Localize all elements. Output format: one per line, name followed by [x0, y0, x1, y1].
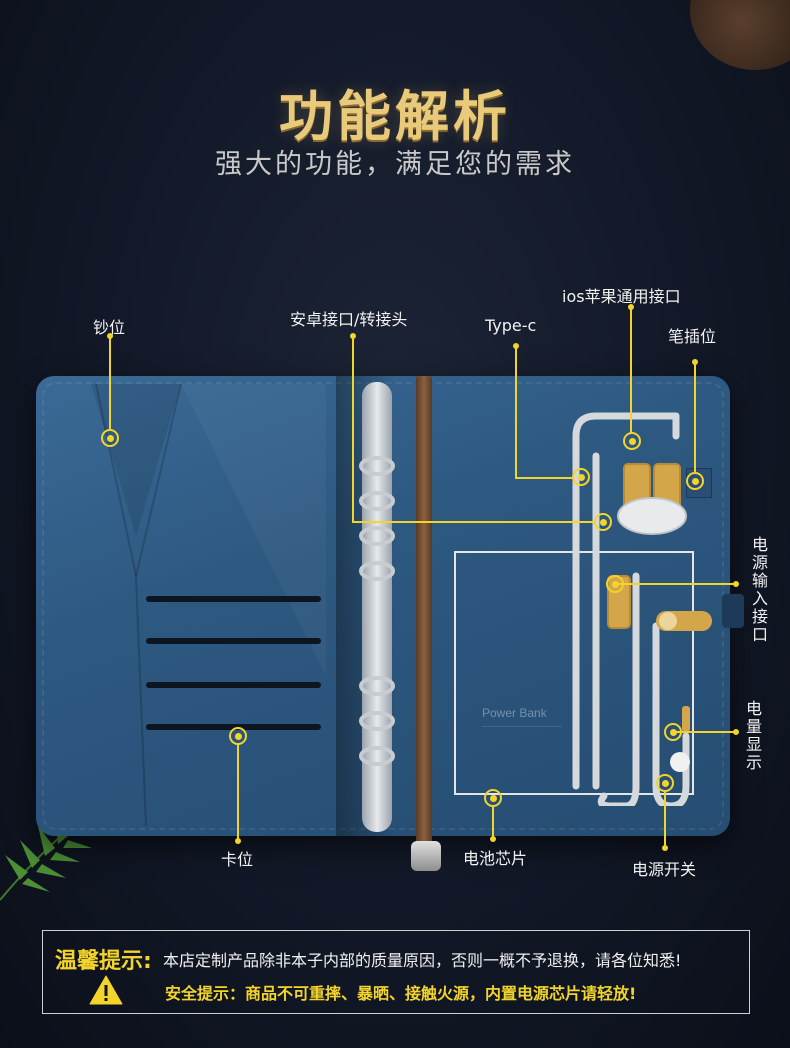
callout-line	[515, 477, 573, 479]
callout-dot	[490, 836, 496, 842]
callout-line	[694, 362, 696, 472]
callout-label-android-port: 安卓接口/转接头	[290, 310, 408, 329]
callout-line	[664, 792, 666, 846]
page-subtitle: 强大的功能，满足您的需求	[215, 149, 575, 180]
callout-line	[630, 307, 632, 433]
callout-label-power-input: 电源输入接口	[751, 535, 768, 644]
crosshair-target-icon	[606, 575, 624, 593]
callout-dot	[662, 845, 668, 851]
crosshair-target-icon	[656, 774, 674, 792]
binder-rings	[359, 456, 395, 766]
callout-line	[109, 336, 111, 430]
crosshair-target-icon	[594, 513, 612, 531]
crosshair-target-icon	[229, 727, 247, 745]
crosshair-target-icon	[484, 789, 502, 807]
callout-label-card-slot: 卡位	[221, 850, 254, 869]
callout-dot	[733, 581, 739, 587]
callout-line	[614, 583, 734, 585]
callout-label-battery-display: 电量显示	[745, 699, 762, 772]
pocket-flaps	[91, 383, 326, 827]
crosshair-target-icon	[623, 432, 641, 450]
ribbon-bookmark	[416, 376, 432, 846]
notice-box: 温馨提示: 本店定制产品除非本子内部的质量原因，否则一概不予退换，请各位知悉! …	[42, 930, 750, 1014]
callout-label-ios-port: ios苹果通用接口	[562, 287, 681, 306]
callout-line	[237, 745, 239, 839]
strap-clasp	[722, 594, 744, 628]
crosshair-target-icon	[686, 472, 704, 490]
callout-label-pen-slot: 笔插位	[668, 327, 717, 346]
callout-line	[515, 346, 517, 478]
callout-line	[492, 807, 494, 837]
crosshair-target-icon	[101, 429, 119, 447]
notice-text: 本店定制产品除非本子内部的质量原因，否则一概不予退换，请各位知悉!	[163, 951, 682, 970]
bookmark-charm	[411, 841, 441, 871]
card-slot-2	[146, 638, 321, 644]
callout-line	[676, 731, 734, 733]
card-slot-1	[146, 596, 321, 602]
callout-dot	[235, 838, 241, 844]
callout-label-cash-slot: 钞位	[93, 318, 126, 337]
notice-title: 温馨提示:	[55, 949, 152, 974]
callout-label-type-c: Type-c	[485, 316, 537, 335]
safety-notice-text: 安全提示：商品不可重摔、暴晒、接触火源，内置电源芯片请轻放!	[165, 984, 637, 1003]
power-bank-label: Power Bank	[482, 706, 547, 720]
callout-label-power-switch: 电源开关	[632, 860, 697, 879]
notebook-product-image: Power Bank	[36, 376, 744, 871]
callout-line	[352, 521, 596, 523]
callout-line	[352, 336, 354, 522]
charging-cable-assembly	[572, 412, 712, 806]
decorative-wood-ornament	[690, 0, 790, 70]
warning-triangle-icon	[89, 975, 123, 1005]
callout-dot	[733, 729, 739, 735]
power-bank-specs	[482, 726, 562, 771]
callout-label-battery-chip: 电池芯片	[463, 849, 528, 868]
crosshair-target-icon	[664, 723, 682, 741]
crosshair-target-icon	[572, 468, 590, 486]
card-slot-3	[146, 682, 321, 688]
page-title: 功能解析	[279, 85, 511, 148]
